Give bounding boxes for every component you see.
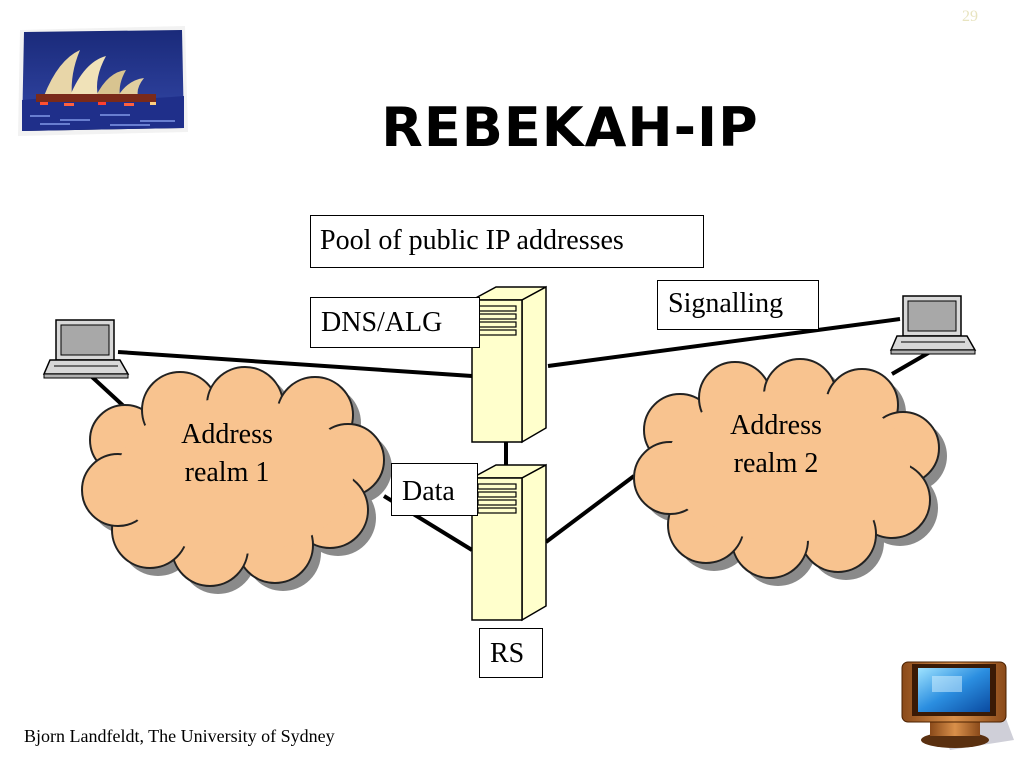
realm-1-label-line1: Address <box>181 419 273 450</box>
signalling-line-left <box>117 350 473 378</box>
signalling-label: Signalling <box>657 280 819 330</box>
realm-2-label-line1: Address <box>730 410 822 441</box>
computer-monitor-icon <box>901 661 1014 750</box>
rs-label: RS <box>479 628 543 678</box>
left-laptop-icon <box>42 319 130 379</box>
dns-alg-label: DNS/ALG <box>310 297 480 348</box>
opera-house-logo <box>18 26 188 136</box>
data-label: Data <box>391 463 478 516</box>
rs-server-icon <box>471 463 547 622</box>
realm-1-label-line2: realm 1 <box>184 457 270 488</box>
footer-credit: Bjorn Landfeldt, The University of Sydne… <box>24 726 335 746</box>
slide-number: 29 <box>962 8 978 25</box>
address-realm-1-cloud <box>81 366 392 594</box>
signalling-line-right <box>547 317 901 368</box>
right-laptop-icon <box>889 295 977 355</box>
slide-title: REBEKAH-IP <box>381 96 759 159</box>
realm-2-label-line2: realm 2 <box>733 448 819 479</box>
realm-2-label: Address realm 2 <box>696 407 856 483</box>
realm-1-label: Address realm 1 <box>147 416 307 492</box>
data-line-right <box>544 474 636 544</box>
dns-alg-server-icon <box>471 285 547 444</box>
connection-lines <box>89 317 932 552</box>
pool-label: Pool of public IP addresses <box>310 215 704 268</box>
laptop-right-link <box>890 350 932 376</box>
address-realm-2-cloud <box>633 358 947 586</box>
